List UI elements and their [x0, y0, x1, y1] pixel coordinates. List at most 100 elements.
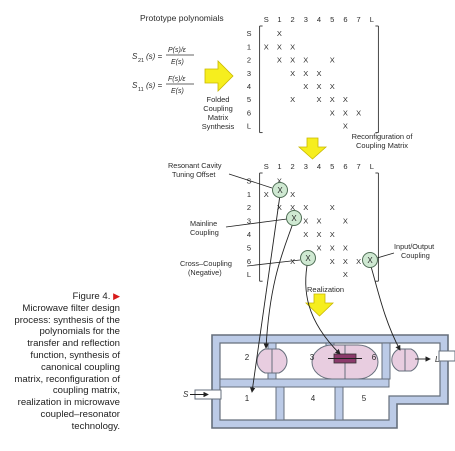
matrix-entry-mark: X: [330, 108, 335, 117]
matrix-col-header: 7: [357, 162, 361, 171]
cavity-number: 6: [372, 353, 377, 362]
synthesis-arrow-icon: [204, 60, 234, 92]
cross-coupling-leader: [246, 259, 301, 267]
s11-subscript: 11: [138, 87, 144, 93]
matrix-entry-mark: X: [330, 95, 335, 104]
matrix-entry-mark: X: [330, 56, 335, 65]
matrix-col-header: 3: [304, 15, 308, 24]
matrix-entry-mark: X: [290, 69, 295, 78]
matrix-entry-mark: X: [290, 56, 295, 65]
reconfiguration-label-line: Coupling Matrix: [356, 141, 408, 150]
caption-line: coupling matrix,: [52, 385, 120, 397]
matrix-entry-mark: X: [343, 243, 348, 252]
s21-denominator: E(s): [171, 59, 184, 66]
matrix-entry-mark: X: [316, 82, 321, 91]
cavity-number: 1: [245, 394, 250, 403]
matrix-entry-mark: X: [290, 203, 295, 212]
matrix-entry-mark: X: [343, 108, 348, 117]
s11-numerator: F(s)/ε: [168, 76, 186, 83]
resonant-tuning-circle: X: [272, 182, 288, 198]
matrix-row-header: 2: [247, 56, 251, 65]
figure-label-row: Figure 4. ▶: [0, 291, 120, 303]
cross-coupling-label-line: (Negative): [188, 268, 222, 277]
mainline-leader: [225, 218, 288, 228]
matrix-col-header: 7: [357, 15, 361, 24]
matrix-row-header: L: [247, 122, 251, 131]
s21-symbol: S: [132, 52, 138, 61]
s11-denominator: E(s): [171, 88, 184, 95]
matrix-entry-mark: X: [303, 56, 308, 65]
matrix-row-header: S: [246, 29, 251, 38]
caption-line: transfer and reflection: [27, 338, 120, 350]
matrix-entry-mark: X: [290, 95, 295, 104]
matrix-entry-mark: X: [303, 82, 308, 91]
cavity-number: 3: [310, 353, 315, 362]
matrix-entry-mark: X: [303, 69, 308, 78]
matrix-entry-mark: X: [356, 108, 361, 117]
matrix-col-header: 2: [291, 162, 295, 171]
matrix-entry-mark: X: [316, 243, 321, 252]
connector-line: [369, 262, 401, 351]
matrix-col-header: 1: [277, 15, 281, 24]
caption-line: coupled–resonator: [40, 408, 120, 420]
matrix-entry-mark: X: [330, 257, 335, 266]
cross-coupling-label-line: Cross–Coupling: [180, 259, 232, 268]
io-coupling-label-line: Input/Output: [394, 242, 434, 251]
matrix-entry-mark: X: [343, 257, 348, 266]
matrix-col-header: 4: [317, 15, 321, 24]
matrix-entry-mark: X: [264, 42, 269, 51]
resonant-tuning-leader: [228, 173, 273, 189]
caption-line: Microwave filter design: [22, 302, 120, 314]
io-coupling-leader: [376, 252, 395, 259]
output-port: [438, 350, 455, 362]
prototype-polynomials-title: Prototype polynomials: [140, 13, 224, 23]
circle-mark: X: [277, 186, 283, 195]
matrix-entry-mark: X: [277, 203, 282, 212]
matrix-entry-mark: X: [316, 69, 321, 78]
matrix-entry-mark: X: [264, 190, 269, 199]
caption-line: canonical coupling: [41, 361, 120, 373]
matrix-row-header: 5: [247, 95, 251, 104]
realization-arrow-icon: [305, 293, 334, 317]
matrix-row-header: 5: [247, 243, 251, 252]
matrix-entry-mark: X: [343, 270, 348, 279]
source-label: S: [183, 390, 189, 399]
matrix-entry-mark: X: [343, 217, 348, 226]
io-coupling-circle: X: [362, 252, 378, 268]
matrix-row-header: 3: [247, 69, 251, 78]
matrix-entry-mark: X: [343, 122, 348, 131]
caption-line: process: synthesis of the: [14, 314, 120, 326]
matrix-entry-mark: X: [290, 42, 295, 51]
caption-line: technology.: [71, 420, 120, 432]
matrix-row-header: 6: [247, 108, 251, 117]
iris-coupling: [256, 348, 288, 374]
matrix-col-header: 4: [317, 162, 321, 171]
matrix-entry-mark: X: [316, 95, 321, 104]
matrix-entry-mark: X: [330, 243, 335, 252]
matrix-col-header: 5: [330, 162, 334, 171]
matrix-row-header: 3: [247, 217, 251, 226]
matrix-entry-mark: X: [343, 95, 348, 104]
iris-coupling: [391, 348, 419, 372]
cavity-number: 4: [311, 394, 316, 403]
circle-mark: X: [291, 214, 297, 223]
mainline-label-line: Mainline: [190, 219, 217, 228]
matrix-entry-mark: X: [290, 257, 295, 266]
matrix-col-header: S: [264, 15, 269, 24]
connector-lines: [249, 194, 401, 393]
io-coupling-label-line: Coupling: [401, 251, 430, 260]
cavity-wall: [334, 386, 344, 421]
matrix-entry-mark: X: [290, 190, 295, 199]
matrix-entry-mark: X: [277, 29, 282, 38]
waveguide-realization: 2 3 6 1 4 5 S L: [183, 334, 455, 429]
matrix-col-header: 5: [330, 15, 334, 24]
matrix-entry-mark: X: [303, 230, 308, 239]
s21-arg: (s) =: [146, 52, 163, 61]
matrix-row-header: 1: [247, 42, 251, 51]
reconfiguration-label-line: Reconfiguration of: [352, 132, 414, 141]
matrix-entry-mark: X: [303, 203, 308, 212]
s11-symbol: S: [132, 81, 138, 90]
cavity-number: 2: [245, 353, 250, 362]
matrix-col-header: 1: [277, 162, 281, 171]
